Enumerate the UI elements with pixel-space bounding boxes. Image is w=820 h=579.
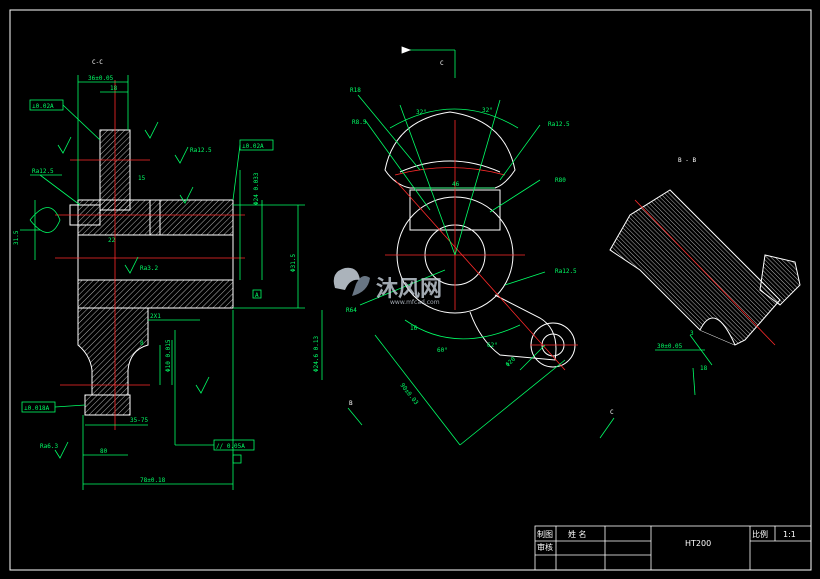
angle-left: 32° <box>416 109 427 116</box>
ra-bore: Ra3.2 <box>140 265 158 272</box>
dim-bottom-small: 80 <box>100 448 108 455</box>
dim-left-bore: 31.5 <box>13 230 20 245</box>
title-block <box>534 525 812 571</box>
tol-bottom-left: ⊥0.018A <box>24 405 50 412</box>
r-top: R18 <box>350 87 361 94</box>
arrow-c-top: C <box>440 60 444 67</box>
dim-right-diam: Φ24 0.033 <box>253 172 260 205</box>
main-view-dimensions <box>347 46 615 446</box>
dim-15: 15 <box>138 175 146 182</box>
dim-overall: 78±0.18 <box>140 477 166 484</box>
angle-60: 60° <box>437 347 448 354</box>
dim-16: 16 <box>410 325 418 332</box>
dim-8: 8 <box>140 340 144 347</box>
dim-bottom: 35-75 <box>130 417 148 424</box>
r-arm: R80 <box>555 177 566 184</box>
material-label: HT200 <box>685 539 711 548</box>
watermark: 沐风网 www.mfcad.com <box>333 267 442 306</box>
scale-value: 1:1 <box>783 530 796 539</box>
ra-bottom: Ra6.3 <box>40 443 58 450</box>
tol-bottom-right: // 0.05A <box>216 443 245 450</box>
section-bb-labels: B - B 30±0.05 3 18 <box>657 157 708 372</box>
drawn-label: 制图 <box>537 529 553 539</box>
bb-dim-18: 18 <box>700 365 708 372</box>
section-cc-dimensions <box>20 75 323 490</box>
bb-dim-small: 3 <box>690 330 694 337</box>
section-cc-centerlines <box>55 80 245 430</box>
dim-22: 22 <box>108 237 116 244</box>
section-bb-centerline <box>634 199 776 346</box>
tol-right: ⊥0.02A <box>242 143 264 150</box>
ra-mid: Ra12.5 <box>190 147 212 154</box>
section-bb-dimensions <box>655 334 713 396</box>
dim-far-right: Φ24.6 0.13 <box>313 335 320 372</box>
ra-mid-right: Ra12.5 <box>555 268 577 275</box>
chamfer: 2X1 <box>150 313 161 320</box>
angle-right: 32° <box>482 107 493 114</box>
dim-depth: Φ10 0.015 <box>165 339 172 372</box>
name-label: 姓 名 <box>568 529 587 539</box>
watermark-brand: 沐风网 <box>376 277 442 302</box>
ra-top-right: Ra12.5 <box>548 121 570 128</box>
bb-dim: 30±0.05 <box>657 343 683 350</box>
main-view-labels: C R18 R8.5 32° 32° Ra12.5 46 R80 Ra12.5 … <box>346 60 614 416</box>
dim-top-small: 18 <box>110 85 118 92</box>
arrow-c-bottom: C <box>610 409 614 416</box>
ra-left: Ra12.5 <box>32 168 54 175</box>
tol-top: ⊥0.02A <box>32 103 54 110</box>
angle-62: 62° <box>487 342 498 349</box>
checked-label: 审核 <box>537 542 553 552</box>
r-inner: R8.5 <box>352 119 367 126</box>
dim-right-outer: Φ31.5 <box>290 254 297 272</box>
arrow-b: B <box>349 400 353 407</box>
title-block-labels: 制图 审核 姓 名 HT200 比例 1:1 <box>537 529 796 552</box>
dim-top-width: 36±0.05 <box>88 75 114 82</box>
view-label-bb: B - B <box>678 157 696 164</box>
r-lower: R64 <box>346 307 357 314</box>
width-46: 46 <box>452 181 460 188</box>
datum-a: A <box>255 292 259 299</box>
drawing-border <box>9 9 812 571</box>
view-label-cc: C-C <box>92 59 103 66</box>
section-cc-labels: C-C 36±0.05 18 ⊥0.02A ⊥0.02A Ra12.5 Ra12… <box>13 59 320 484</box>
watermark-logo-icon <box>333 267 370 296</box>
watermark-url: www.mfcad.com <box>390 299 440 306</box>
scale-label: 比例 <box>752 529 768 539</box>
